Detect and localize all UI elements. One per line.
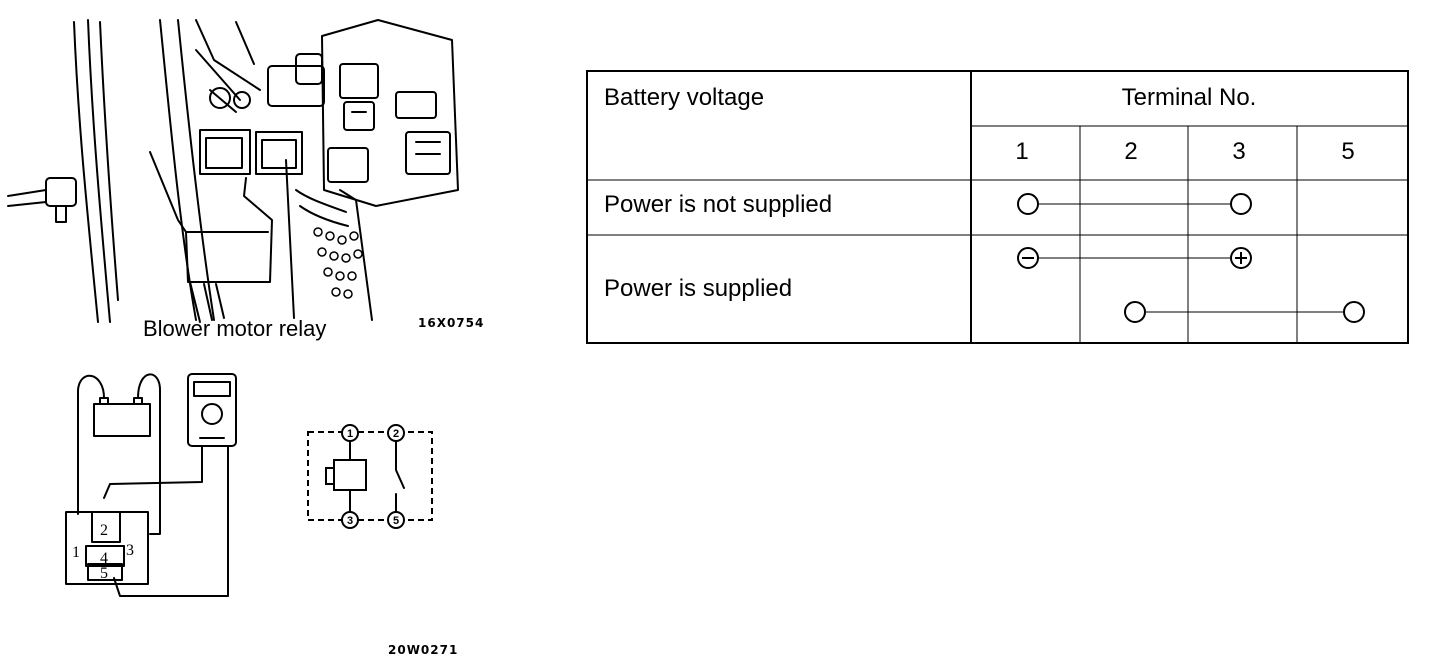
terminal-mark-2: [1124, 301, 1146, 323]
blower-motor-relay-drawing: [7, 19, 459, 323]
svg-text:4: 4: [100, 550, 108, 567]
relay-terminal-numbers: 1 2 3 5: [347, 428, 399, 527]
svg-text:5: 5: [100, 565, 108, 582]
terminal-1-header: 1: [1015, 138, 1029, 165]
tester-wiring-diagram: [65, 373, 237, 597]
svg-text:2: 2: [100, 522, 108, 539]
svg-text:2: 2: [393, 428, 399, 440]
svg-text:5: 5: [393, 515, 399, 527]
relay-terminal-markers: [341, 424, 405, 529]
relay-illustration: 2 1 3 4 5 1 2 3 5: [7, 19, 459, 597]
continuity-row-not-supplied: [1017, 193, 1252, 215]
harness-grommet-holes: [313, 227, 363, 299]
relay-schematic: [307, 431, 433, 521]
figure-code-top: 16X0754: [418, 316, 485, 330]
blower-motor-relay-caption: Blower motor relay: [143, 316, 327, 341]
terminal-2-header: 2: [1124, 138, 1138, 165]
svg-text:3: 3: [347, 515, 353, 527]
terminal-mark-5: [1343, 301, 1365, 323]
terminal-no-header: Terminal No.: [1121, 84, 1257, 111]
terminal-mark-3: [1230, 193, 1252, 215]
relay-coil: [333, 459, 367, 491]
row-label-supplied: Power is supplied: [604, 275, 793, 302]
terminal-3-header: 3: [1232, 138, 1246, 165]
figure-code-bottom: 20W0271: [388, 643, 459, 657]
continuity-row-supplied: [1017, 247, 1365, 323]
terminal-5-header: 5: [1341, 138, 1355, 165]
circuit-tester: [187, 373, 237, 447]
row-label-not-supplied: Power is not supplied: [604, 191, 833, 218]
svg-text:1: 1: [347, 428, 353, 440]
svg-text:3: 3: [126, 542, 134, 559]
relay-schematic-internals: [325, 441, 405, 513]
battery: [93, 403, 151, 437]
battery-voltage-header: Battery voltage: [604, 84, 765, 111]
relay-connector-numbers: 2 1 3 4 5: [72, 522, 134, 582]
inspection-table-grid: [586, 70, 1409, 344]
terminal-mark-1: [1017, 193, 1039, 215]
svg-text:1: 1: [72, 544, 80, 561]
